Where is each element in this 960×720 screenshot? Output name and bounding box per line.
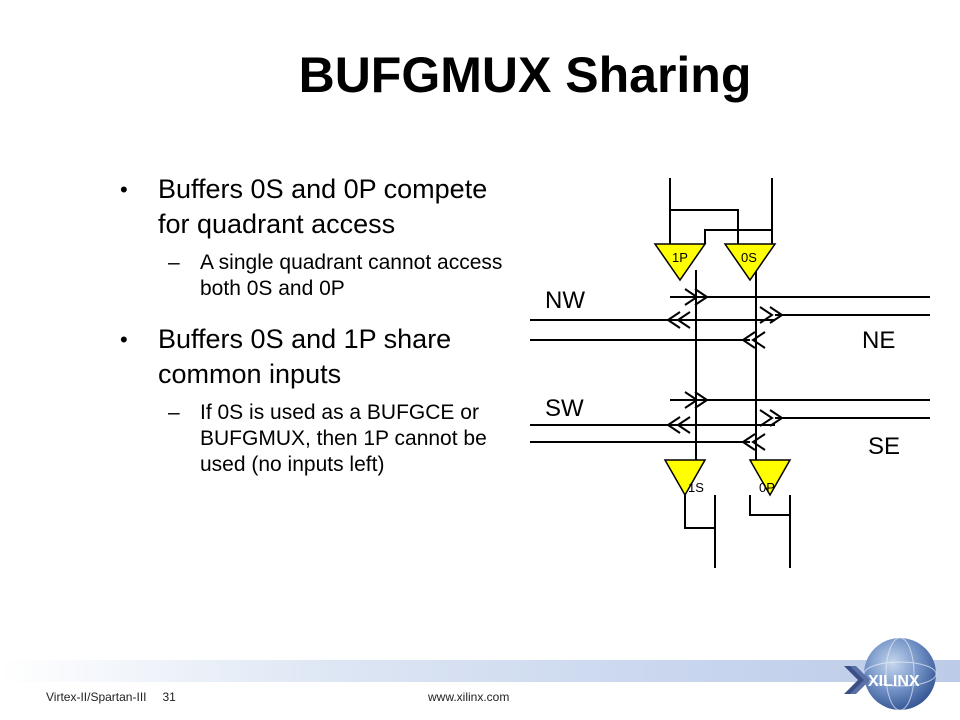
footer-url: www.xilinx.com [428,690,510,704]
footer-band [0,660,960,682]
logo-text: XILINX [868,673,920,690]
driver-arrow-icon [741,433,756,451]
driver-arrow-icon [684,391,699,409]
sub-bullet-dash: – [168,401,180,424]
bullet-item: • Buffers 0S and 1P share common inputs [118,322,508,392]
driver-arrow-icon [694,288,709,306]
driver-arrow-icon [741,331,756,349]
driver-arrow-icon [666,416,681,434]
quadrant-label-sw: SW [545,395,584,422]
footer-course: Virtex-II/Spartan-III 31 [46,690,176,704]
wire [704,229,772,244]
buffer-label-0p: 0P [759,480,775,495]
bullet-text: Buffers 0S and 1P share common inputs [158,324,452,389]
xilinx-logo: XILINX [844,637,937,711]
quadrant-label-se: SE [868,433,900,460]
sub-bullet-item: – A single quadrant cannot access both 0… [118,250,508,302]
driver-arrow-icon [666,311,681,329]
bullet-dot: • [120,327,128,352]
driver-arrow-icon [751,331,766,349]
wire [670,209,739,244]
page-number: 31 [162,690,176,704]
buffer-label-1s: 1S [688,480,704,495]
xilinx-x-mark-icon [844,666,870,694]
globe-icon [864,638,936,710]
buffer-1s-icon [663,459,707,497]
quadrant-label-nw: NW [545,287,585,314]
sub-bullet-dash: – [168,251,180,274]
driver-arrow-icon [694,391,709,409]
wire [684,495,715,529]
driver-arrow-icon [769,306,784,324]
buffer-1p-icon [653,243,707,282]
wire [749,495,790,516]
buffer-0s-icon [723,243,777,282]
bullet-dot: • [120,177,128,202]
sub-bullet-text: A single quadrant cannot access both 0S … [200,251,503,300]
bufgmux-diagram: 1P 0S 1S 0P NW NE SW SE [530,178,930,568]
driver-arrow-icon [684,288,699,306]
driver-arrow-icon [769,409,784,427]
quadrant-label-ne: NE [862,327,895,354]
footer-course-title: Virtex-II/Spartan-III [46,690,147,704]
slide-title: BUFGMUX Sharing [298,47,752,103]
driver-arrow-icon [759,409,774,427]
driver-arrow-icon [751,433,766,451]
bullet-list: • Buffers 0S and 0P compete for quadrant… [118,172,508,498]
bullet-item: • Buffers 0S and 0P compete for quadrant… [118,172,508,242]
buffer-label-1p: 1P [672,250,688,265]
driver-arrow-icon [676,311,691,329]
driver-arrow-icon [676,416,691,434]
sub-bullet-item: – If 0S is used as a BUFGCE or BUFGMUX, … [118,400,508,478]
bullet-text: Buffers 0S and 0P compete for quadrant a… [158,174,488,239]
sub-bullet-text: If 0S is used as a BUFGCE or BUFGMUX, th… [200,401,487,476]
buffer-label-0s: 0S [741,250,757,265]
driver-arrow-icon [759,306,774,324]
buffer-0p-icon [748,459,792,497]
